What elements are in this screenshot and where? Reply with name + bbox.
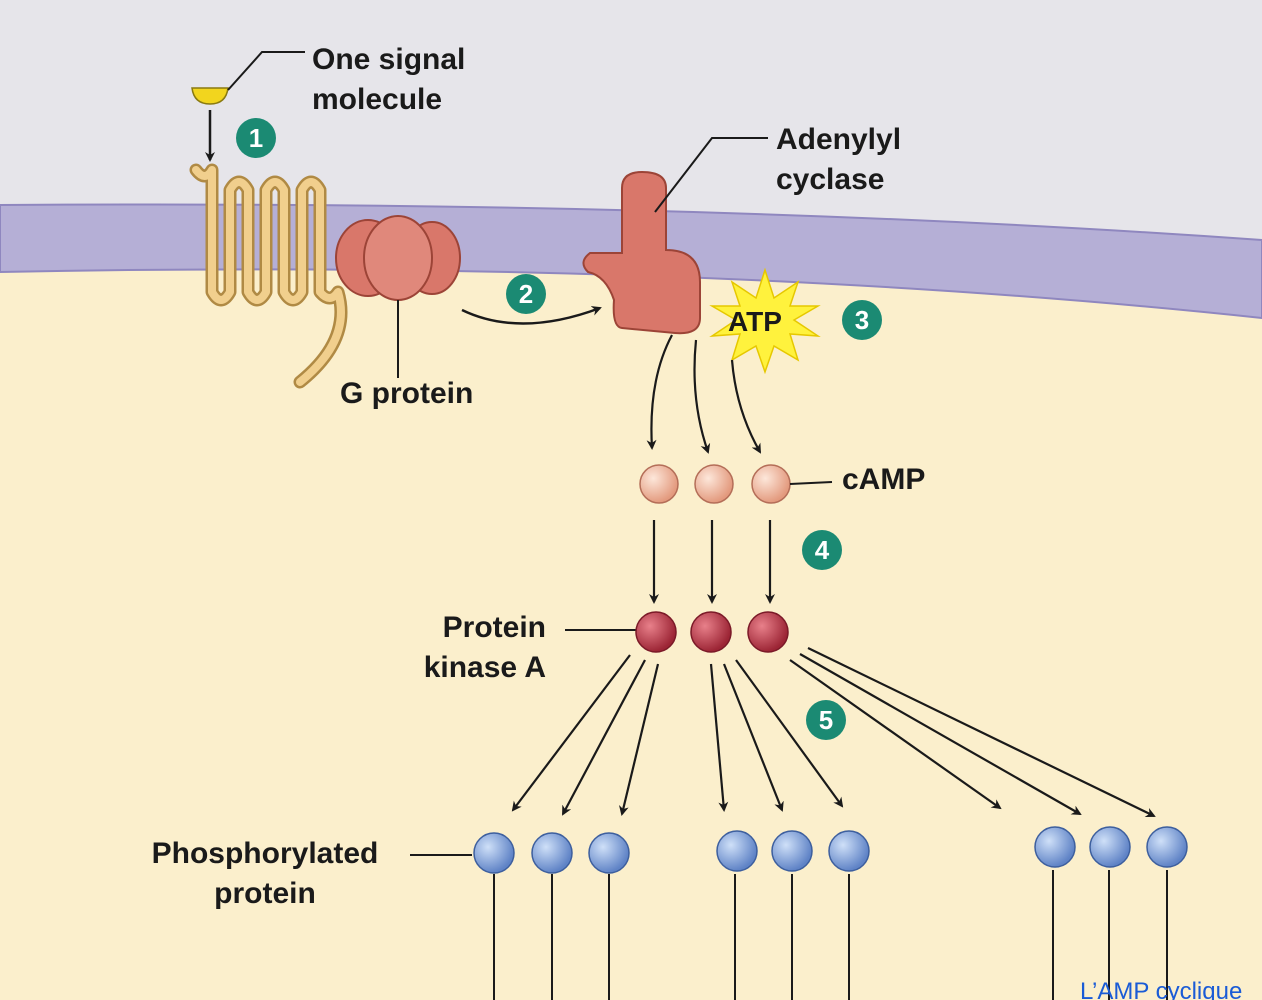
phosphorylated-protein (1089, 826, 1131, 868)
g-protein (335, 215, 461, 301)
camp-label: cAMP (842, 463, 926, 496)
adenylyl-cyclase-label-line2: cyclase (776, 163, 885, 196)
signal-molecule-label: One signal molecule (312, 40, 465, 120)
step-2-badge: 2 (506, 274, 546, 314)
adenylyl-cyclase (582, 170, 701, 335)
phosphorylated-protein (531, 832, 573, 874)
atp-label: ATP (728, 306, 782, 337)
phosphorylated-protein (828, 830, 870, 872)
camp-leader (789, 481, 833, 485)
protein-kinase-a-label-line2: kinase A (423, 651, 546, 684)
phosphorylated-protein-group (1034, 826, 1188, 1000)
phosphorylated-protein-label-line2: protein (214, 877, 316, 910)
receptor (192, 166, 345, 386)
step-3-badge: 3 (842, 300, 882, 340)
step-5-badge: 5 (806, 700, 846, 740)
signal-molecule-shape (191, 87, 229, 105)
atp-burst (709, 267, 821, 375)
protein-kinase-a-molecule (690, 611, 732, 653)
phosphorylated-protein (716, 830, 758, 872)
step-1-badge: 1 (236, 118, 276, 158)
atp-to-camp-arrow (646, 334, 673, 450)
camp-molecule (639, 464, 679, 504)
phosphorylated-protein-label-line1: Phosphorylated (151, 837, 379, 870)
signal-molecule-label-line2: molecule (312, 83, 443, 116)
signal-molecule-label-line1: One signal (312, 43, 466, 76)
adenylyl-cyclase-label-line1: Adenylyl (776, 123, 902, 156)
protein-kinase-a-molecule (747, 611, 789, 653)
phosphorylated-protein (1146, 826, 1188, 868)
phosphorylated-protein-group (473, 832, 630, 1000)
caption-link[interactable]: L’AMP cyclique (1080, 978, 1243, 1000)
g-protein-activation-arrow (461, 306, 602, 325)
protein-kinase-a-molecule (635, 611, 677, 653)
g-protein-label: G protein (340, 377, 474, 410)
protein-kinase-a-label: Protein kinase A (380, 608, 546, 688)
camp-molecule (751, 464, 791, 504)
atp-to-camp-arrow (693, 339, 711, 454)
phosphorylated-protein (771, 830, 813, 872)
phosphorylated-protein (588, 832, 630, 874)
adenylyl-cyclase-label: Adenylyl cyclase (776, 120, 901, 200)
protein-kinase-a-label-line1: Protein (442, 611, 546, 644)
atp-to-camp-arrow (730, 359, 761, 454)
step-4-badge: 4 (802, 530, 842, 570)
signal-molecule-leader (227, 51, 305, 91)
phosphorylated-protein-label: Phosphorylated protein (130, 834, 400, 914)
phosphorylated-protein (473, 832, 515, 874)
adenylyl-cyclase-leader (654, 137, 768, 213)
pka-to-protein-arrows (511, 647, 1156, 818)
phosphorylated-protein-group (716, 830, 870, 1000)
phosphorylated-protein (1034, 826, 1076, 868)
camp-molecule (694, 464, 734, 504)
